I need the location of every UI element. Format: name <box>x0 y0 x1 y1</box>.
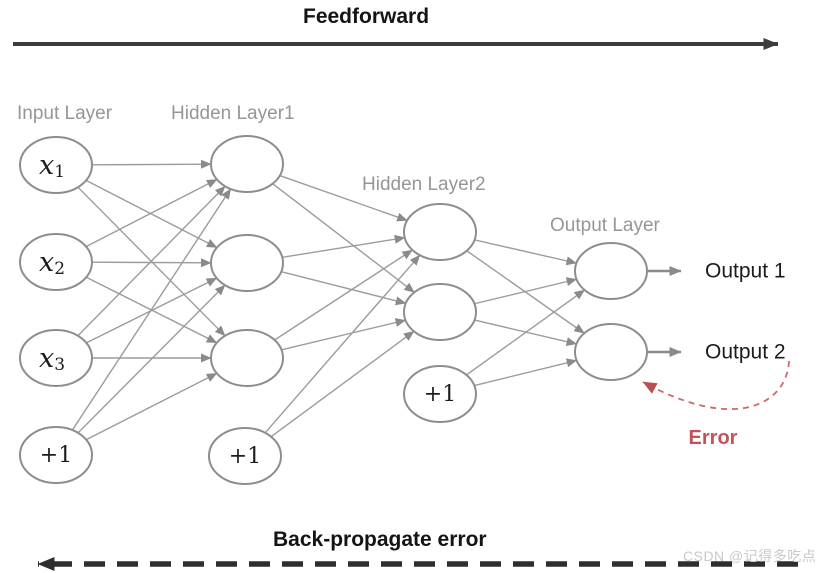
node-label-bias1: +1 <box>229 444 261 469</box>
node-label-x3: x3 <box>39 343 65 376</box>
node-label-x1: x1 <box>39 150 65 183</box>
edge-h12-h22 <box>281 271 407 306</box>
edge-h22-o1 <box>474 277 578 305</box>
node-o1 <box>574 242 648 300</box>
output-label-1: Output 1 <box>705 260 786 283</box>
edge-bias0-h13 <box>85 372 218 441</box>
edge-h11-h22 <box>272 183 415 293</box>
edge-h21-o1 <box>474 239 577 266</box>
edge-bias0-h11 <box>71 188 232 431</box>
node-h11 <box>210 135 284 193</box>
edge-h13-h22 <box>281 318 407 351</box>
node-label-x2: x2 <box>39 247 65 280</box>
node-h12 <box>210 234 284 292</box>
error-arrow <box>642 360 790 410</box>
node-label-bias2: +1 <box>424 382 456 407</box>
watermark-text: CSDN @记得多吃点 <box>683 548 817 564</box>
node-bias1 <box>208 427 282 485</box>
edge-h13-h21 <box>274 249 413 341</box>
backprop-title: Back-propagate error <box>273 528 487 551</box>
node-x2 <box>19 233 93 291</box>
edge-h12-h21 <box>282 234 406 259</box>
feedforward-title: Feedforward <box>303 5 430 28</box>
node-h13 <box>210 329 284 387</box>
edge-h11-h21 <box>279 174 408 222</box>
edge-bias0-h12 <box>77 284 226 434</box>
node-label-bias0: +1 <box>40 443 72 468</box>
error-label: Error <box>689 427 738 449</box>
node-h21 <box>403 203 477 261</box>
edge-x2-h11 <box>85 178 218 248</box>
edge-x3-h11 <box>77 185 226 337</box>
edge-bias2-o2 <box>474 358 578 387</box>
edge-bias1-h21 <box>264 254 421 434</box>
edge-bias2-o1 <box>466 289 585 376</box>
layer-label-hidden1: Hidden Layer1 <box>171 103 295 124</box>
layer-label-input: Input Layer <box>17 103 113 124</box>
edge-bias1-h22 <box>270 330 415 438</box>
output-label-2: Output 2 <box>705 341 786 364</box>
node-h22 <box>403 283 477 341</box>
layer-label-hidden2: Hidden Layer2 <box>362 174 486 195</box>
edge-x1-h12 <box>85 179 218 249</box>
node-x3 <box>19 329 93 387</box>
node-bias2 <box>403 365 477 423</box>
node-bias0 <box>19 426 93 484</box>
node-x1 <box>19 136 93 194</box>
edge-x1-h11 <box>91 159 212 169</box>
edge-x2-h12 <box>91 258 212 268</box>
layer-label-output: Output Layer <box>550 215 661 236</box>
node-o2 <box>574 323 648 381</box>
